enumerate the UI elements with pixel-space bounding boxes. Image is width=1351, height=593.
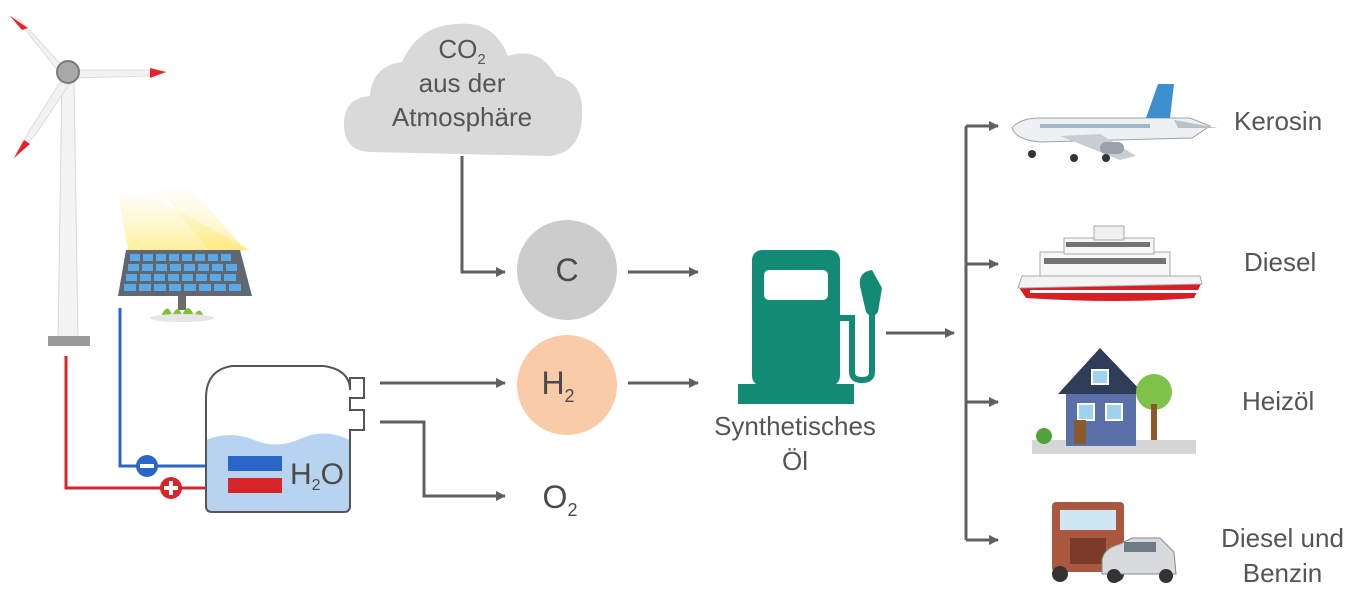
house-icon — [1032, 348, 1196, 454]
electrolysis-tank — [205, 365, 365, 513]
cloud-line3: Atmosphäre — [392, 102, 532, 132]
output-label-diesel-benzin-line2: Benzin — [1242, 558, 1323, 588]
solar-panel-icon — [118, 188, 252, 322]
ship-icon — [1017, 225, 1203, 301]
co2-to-carbon-arrow — [460, 156, 506, 277]
pump-label-line2: Öl — [782, 446, 808, 476]
airplane-icon — [1011, 84, 1218, 162]
water-label: H2O — [290, 458, 344, 494]
carbon-label: C — [555, 252, 578, 288]
tank-to-oxygen-arrow — [380, 420, 506, 501]
oxygen-label: O2 — [543, 479, 578, 520]
output-label-diesel-benzin-line1: Diesel und — [1221, 523, 1344, 553]
plus-icon — [160, 477, 182, 499]
output-label-heizoel: Heizöl — [1242, 386, 1315, 416]
hydrogen-label: H2 — [541, 365, 574, 406]
fuel-pump-icon — [738, 250, 882, 404]
carbon-circle — [517, 220, 617, 320]
negative-wire — [118, 308, 215, 471]
output-label-diesel-benzin: Diesel und Benzin — [1210, 522, 1351, 589]
wind-turbine-icon — [9, 15, 167, 346]
co2-cloud-icon — [344, 23, 583, 156]
hydrogen-circle — [517, 335, 617, 435]
cloud-line1: CO2 — [438, 34, 485, 68]
cloud-line2: aus der — [419, 68, 506, 98]
pump-label-line1: Synthetisches — [714, 411, 876, 441]
output-label-kerosin: Kerosin — [1234, 106, 1323, 136]
minus-icon — [136, 455, 158, 477]
truck-car-icon — [1052, 502, 1177, 583]
output-label-diesel: Diesel — [1244, 247, 1317, 277]
